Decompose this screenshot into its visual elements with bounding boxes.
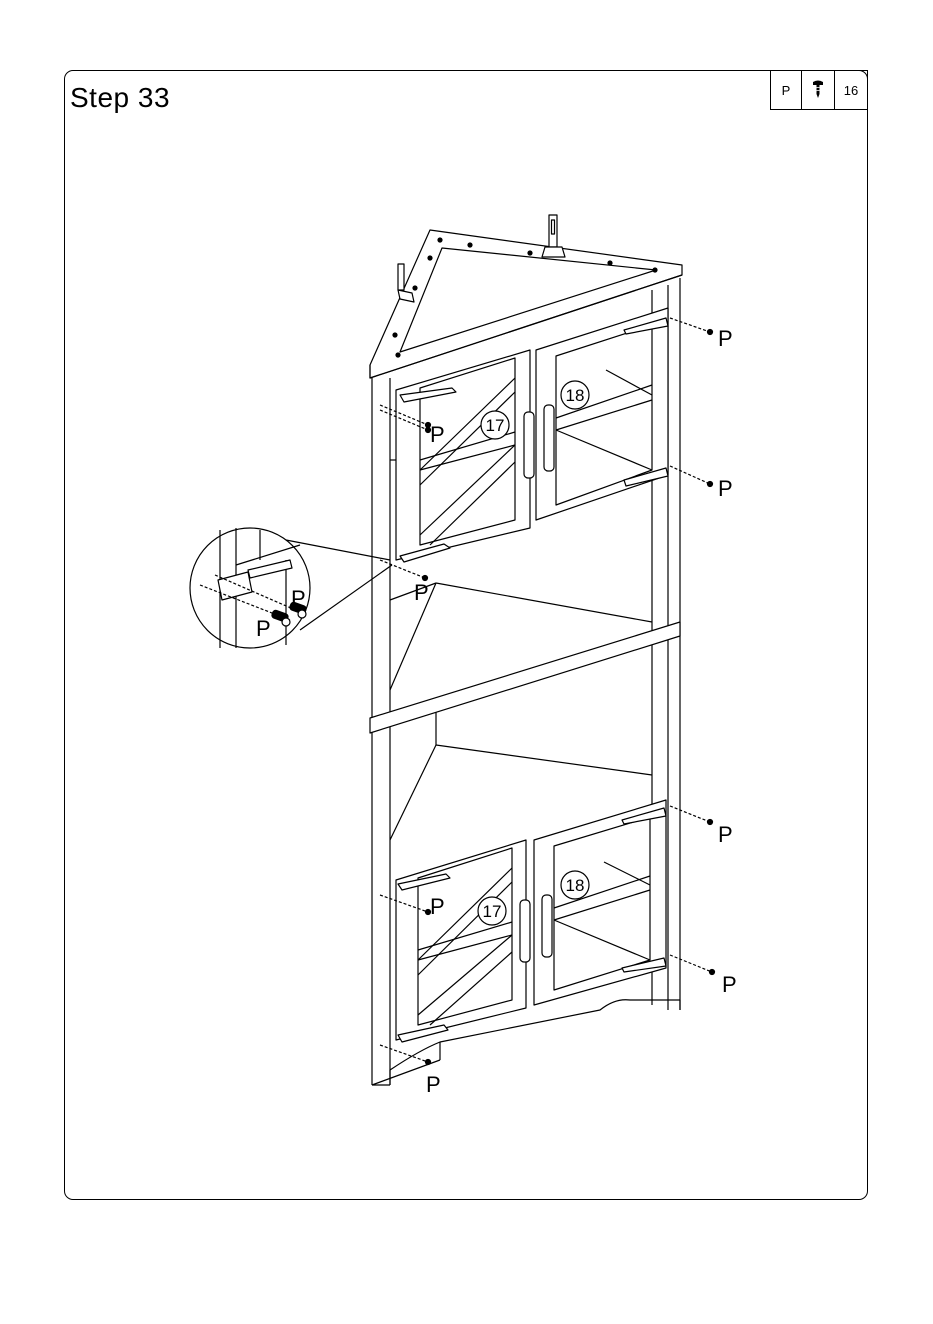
callout-18-lower-text: 18 xyxy=(566,876,585,895)
lower-left-door xyxy=(396,840,530,1040)
label-p-lower-left-top: P xyxy=(430,894,445,919)
lower-right-door xyxy=(534,800,666,1005)
label-p-lower-right-bottom: P xyxy=(722,972,737,997)
label-p-upper-left-bottom: P xyxy=(414,580,429,605)
callout-17-upper-text: 17 xyxy=(486,416,505,435)
label-p-lower-left-bottom: P xyxy=(426,1072,441,1097)
label-p-upper-right-bottom: P xyxy=(718,476,733,501)
upper-left-door xyxy=(396,350,534,560)
label-p-detail-1: P xyxy=(291,586,306,611)
callout-18-upper-text: 18 xyxy=(566,386,585,405)
label-p-upper-right-top: P xyxy=(718,326,733,351)
upper-right-door xyxy=(536,308,668,520)
label-p-detail-2: P xyxy=(256,616,271,641)
label-p-upper-left-top: P xyxy=(430,422,445,447)
label-p-lower-right-top: P xyxy=(718,822,733,847)
callout-17-lower-text: 17 xyxy=(483,902,502,921)
